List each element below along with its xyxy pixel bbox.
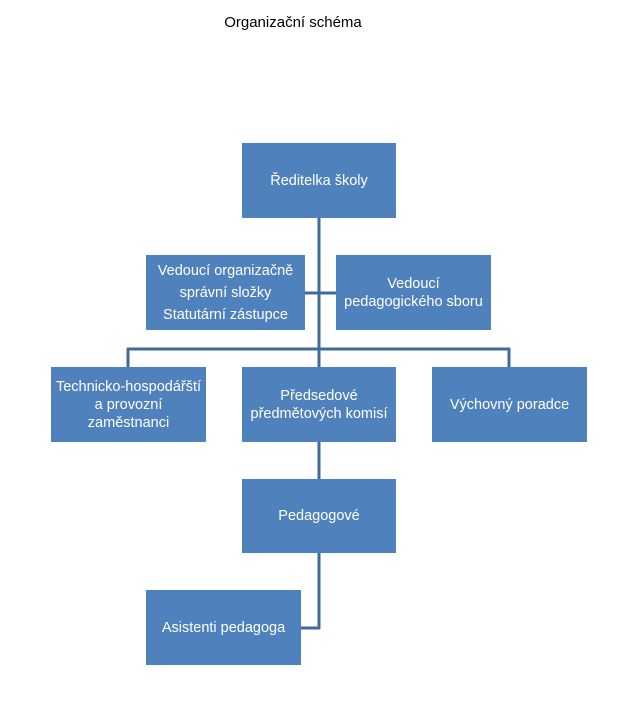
counselor-label: Výchovný poradce (449, 396, 570, 413)
director-label: Ředitelka školy (270, 172, 368, 189)
admin-head-line-2: správní složky (179, 284, 272, 301)
admin-head-line-3: Statutární zástupce (163, 306, 288, 323)
technical-staff-line-2: a provozní (94, 396, 163, 413)
admin-head-line-1: Vedoucí organizačně (157, 262, 294, 279)
teaching-head-line-1: Vedoucí (387, 275, 440, 292)
assistants-box: Asistenti pedagoga (146, 590, 301, 665)
teachers-label: Pedagogové (278, 508, 360, 524)
committees-box: Předsedové předmětových komisí (242, 367, 396, 442)
counselor-box: Výchovný poradce (432, 367, 587, 442)
technical-staff-box: Technicko-hospodářští a provozní zaměstn… (51, 367, 206, 442)
teaching-head-line-2: pedagogického sboru (344, 293, 483, 310)
admin-head-box: Vedoucí organizačně správní složky Statu… (146, 255, 305, 330)
technical-staff-line-3: zaměstnanci (87, 414, 170, 431)
teachers-box: Pedagogové (242, 479, 396, 553)
page-title: Organizační schéma (224, 14, 362, 31)
technical-staff-line-1: Technicko-hospodářští (55, 378, 202, 395)
teaching-head-box: Vedoucí pedagogického sboru (336, 255, 491, 330)
assistants-label: Asistenti pedagoga (161, 619, 286, 636)
director-box: Ředitelka školy (242, 143, 396, 218)
committees-line-2: předmětových komisí (250, 405, 388, 422)
committees-line-1: Předsedové (280, 387, 358, 404)
